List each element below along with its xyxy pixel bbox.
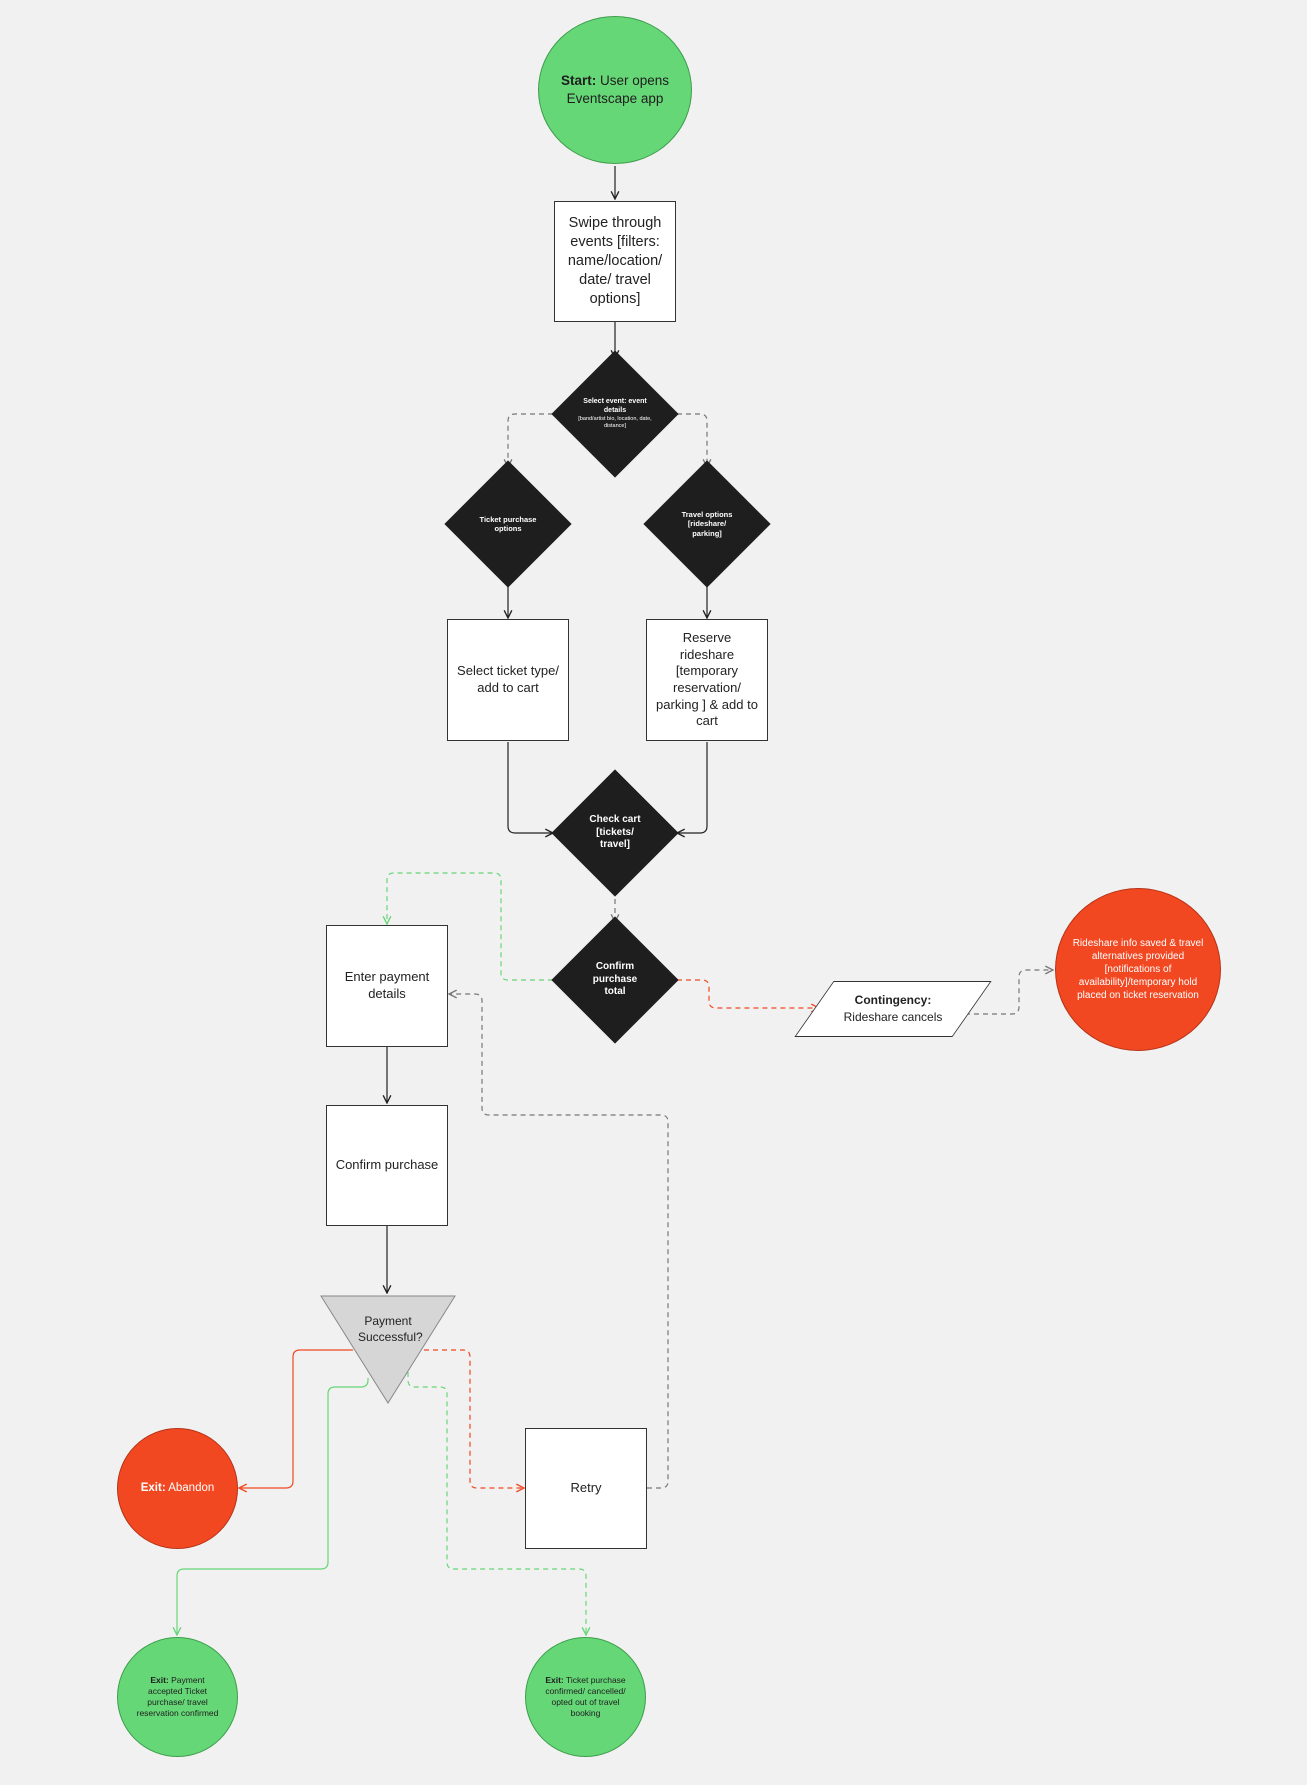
edge-payment-retry [415,1349,524,1488]
retry-step: Retry [525,1428,647,1549]
ticket-purchase-options-decision: Ticket purchase options [444,460,572,588]
edge-payment-exit-ticket [407,1372,586,1635]
edge-confirm-contingency [677,979,819,1008]
travel-options-decision: Travel options [rideshare/ parking] [643,460,771,588]
payment-successful-decision: Payment Successful? [320,1295,456,1405]
contingency-step: Contingency:Rideshare cancels [794,981,992,1037]
edge-confirm-enter [387,872,553,981]
select-ticket-step: Select ticket type/ add to cart [447,619,569,741]
rideshare-saved-outcome: Rideshare info saved & travel alternativ… [1055,888,1221,1051]
edge-reserve-check [677,742,708,833]
exit-ticket-confirmed-node: Exit: Ticket purchase confirmed/ cancell… [525,1637,646,1757]
edge-payment-exit-accepted [177,1378,369,1635]
edge-select-ticket [508,413,553,467]
start-node: Start: User opens Eventscape app [538,16,692,164]
enter-payment-step: Enter payment details [326,925,448,1047]
edge-contingency-saved [965,970,1053,1015]
confirm-purchase-total-decision: Confirm purchase total [551,916,679,1044]
reserve-rideshare-step: Reserve rideshare [temporary reservation… [646,619,768,741]
edge-select-check [507,742,553,833]
edge-select-travel [677,413,707,467]
swipe-events-step: Swipe through events [filters: name/loca… [554,201,676,322]
exit-abandon-node: Exit: Abandon [117,1428,238,1549]
exit-payment-accepted-node: Exit: Payment accepted Ticket purchase/ … [117,1637,238,1757]
edge-payment-abandon [239,1349,353,1488]
check-cart-decision: Check cart [tickets/ travel] [551,769,679,897]
edge-retry-enter [449,994,669,1489]
select-event-decision: Select event: event details [band/artist… [551,350,679,478]
confirm-purchase-step: Confirm purchase [326,1105,448,1226]
